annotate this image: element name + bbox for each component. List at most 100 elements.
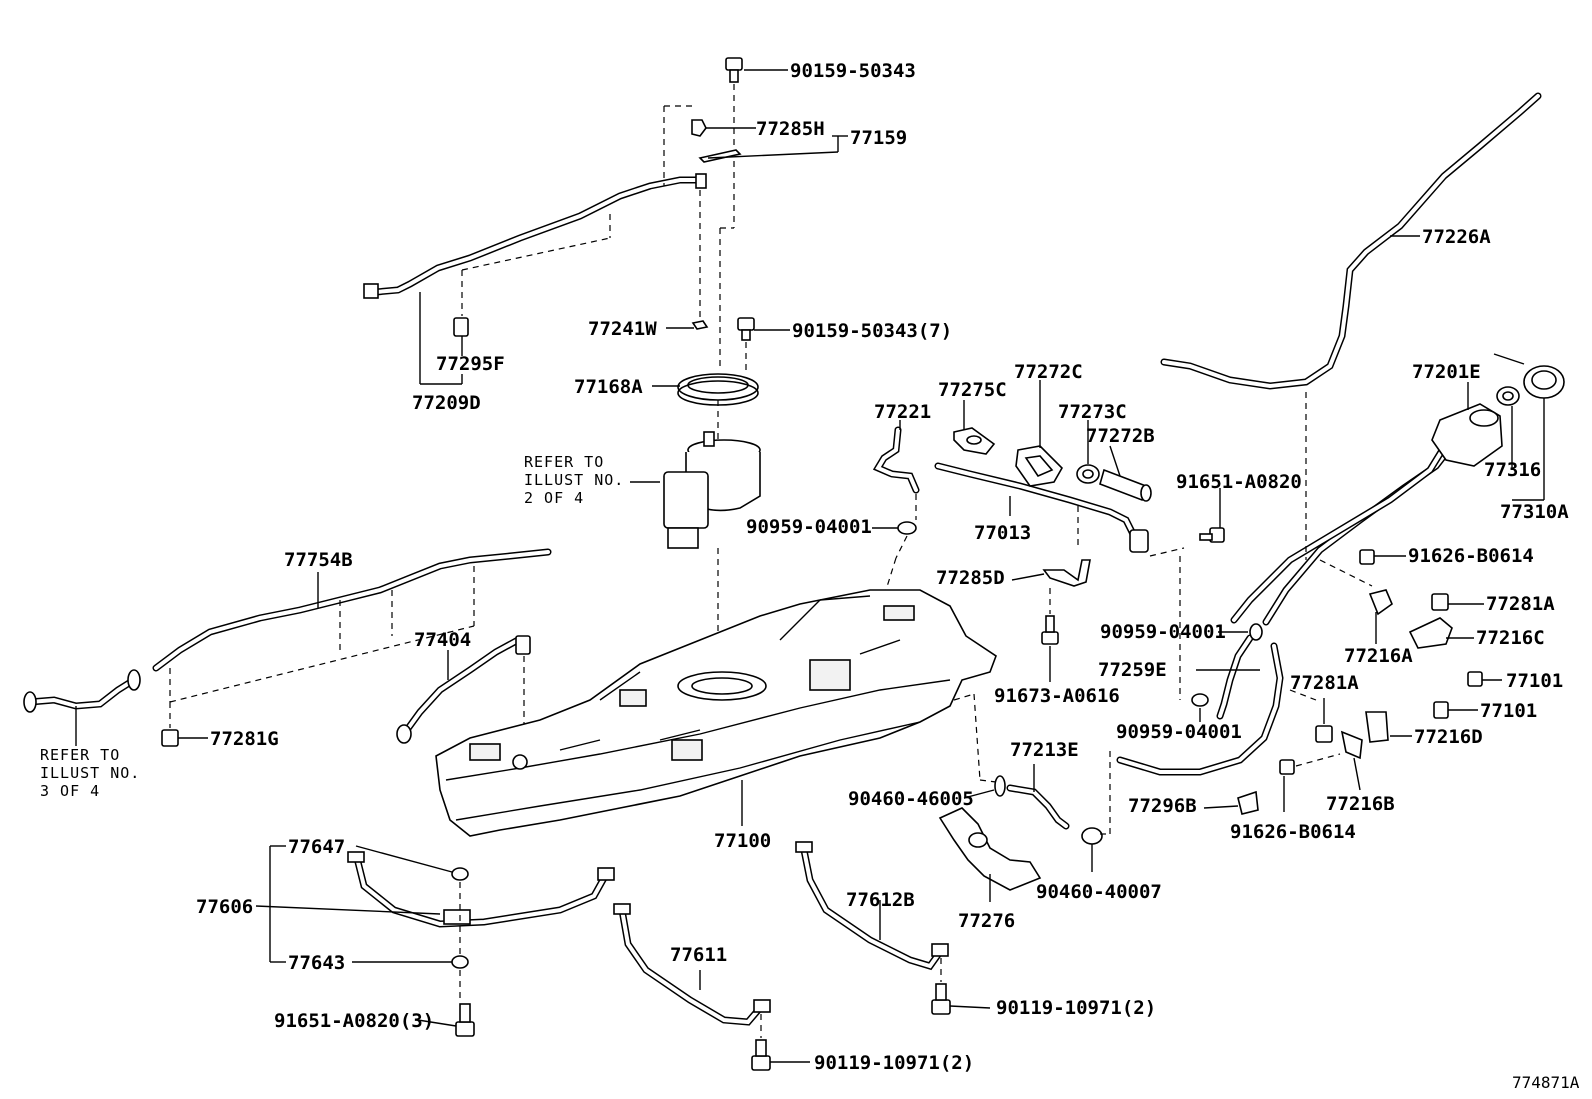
label-90159-50343-7: 90159-50343(7): [792, 320, 952, 342]
label-77259E: 77259E: [1098, 659, 1167, 681]
bolt-90159-50343-7-icon: [737, 317, 755, 341]
label-77226A: 77226A: [1422, 226, 1491, 248]
bolt-91626-B0614-b-icon: [1279, 759, 1295, 775]
bracket-77216A-icon: [1368, 589, 1393, 616]
hose-77213E-icon: [1006, 784, 1070, 830]
label-77100: 77100: [714, 830, 771, 852]
label-77643: 77643: [288, 952, 345, 974]
washer-77643-icon: [451, 955, 469, 969]
hose-77276-icon: [938, 807, 1042, 891]
label-77316: 77316: [1484, 459, 1541, 481]
label-77310A: 77310A: [1500, 501, 1569, 523]
label-90460-40007: 90460-40007: [1036, 881, 1162, 903]
hose-77221-icon: [872, 426, 920, 494]
clamp-90959-04001-icon: [897, 521, 917, 535]
label-77612B: 77612B: [846, 889, 915, 911]
label-77611: 77611: [670, 944, 727, 966]
gasket-77275C-icon: [953, 427, 996, 455]
label-77754B: 77754B: [284, 549, 353, 571]
gasket-77316-icon: [1496, 386, 1520, 406]
bolt-91651-A0820-3-icon: [455, 1003, 475, 1037]
strap-77611-icon: [613, 903, 771, 1026]
clamp-90460-46005-icon: [994, 775, 1006, 797]
label-77295F: 77295F: [436, 353, 505, 375]
bolt-90159-50343-icon: [725, 57, 743, 83]
fuel-cap-77310A-icon: [1493, 353, 1565, 399]
bracket-77159-icon: [698, 149, 742, 163]
valve-77101-a-icon: [1467, 671, 1483, 687]
label-77276: 77276: [958, 910, 1015, 932]
refer-note-illust2-line1: REFER TO: [524, 453, 604, 471]
label-77281A-a: 77281A: [1486, 593, 1555, 615]
label-91626-B0614-b: 91626-B0614: [1230, 821, 1356, 843]
label-90119-10971-b: 90119-10971(2): [814, 1052, 974, 1074]
label-77168A: 77168A: [574, 376, 643, 398]
bolt-90119-10971-a-icon: [931, 983, 951, 1015]
bolt-90119-10971-b-icon: [751, 1039, 771, 1071]
refer-note-illust3-line2: ILLUST NO.: [40, 764, 140, 782]
label-91651-A0820-3: 91651-A0820(3): [274, 1010, 434, 1032]
nut-77647-icon: [451, 867, 469, 881]
refer-note-illust2-line2: ILLUST NO.: [524, 471, 624, 489]
bracket-77216B-icon: [1340, 730, 1363, 760]
clip-77295F-icon: [453, 317, 469, 337]
label-90460-46005: 90460-46005: [848, 788, 974, 810]
pipe-77272B-icon: [1099, 468, 1152, 502]
packing-77272C-icon: [1015, 445, 1063, 487]
gasket-77241W-icon: [691, 320, 709, 330]
label-77216B: 77216B: [1326, 793, 1395, 815]
label-77285H: 77285H: [756, 118, 825, 140]
clamp-77296B-icon: [1237, 790, 1259, 815]
label-90119-10971-a: 90119-10971(2): [996, 997, 1156, 1019]
bracket-77285D-icon: [1042, 559, 1091, 587]
clip-77281G-icon: [161, 729, 179, 747]
label-77272C: 77272C: [1014, 361, 1083, 383]
label-77221: 77221: [874, 401, 931, 423]
bolt-91673-A0616-icon: [1041, 615, 1059, 645]
label-77606: 77606: [196, 896, 253, 918]
label-90959-04001-b: 90959-04001: [1100, 621, 1226, 643]
clip-77281A-b-icon: [1315, 725, 1333, 743]
clamp-90959-04001-c-icon: [1191, 693, 1209, 707]
valve-77101-b-icon: [1433, 701, 1449, 719]
label-77285D: 77285D: [936, 567, 1005, 589]
bolt-91651-A0820-icon: [1199, 527, 1225, 543]
hose-end-illust3-icon: [23, 669, 141, 713]
label-90959-04001-a: 90959-04001: [746, 516, 872, 538]
clamp-77285H-icon: [691, 119, 707, 137]
refer-note-illust3-line3: 3 OF 4: [40, 782, 100, 800]
label-77241W: 77241W: [588, 318, 657, 340]
label-90959-04001-c: 90959-04001: [1116, 721, 1242, 743]
label-77281G: 77281G: [210, 728, 279, 750]
tube-77013-icon: [934, 462, 1149, 553]
bolt-91626-B0614-a-icon: [1359, 549, 1375, 565]
label-77159: 77159: [850, 127, 907, 149]
label-77273C: 77273C: [1058, 401, 1127, 423]
label-77209D: 77209D: [412, 392, 481, 414]
refer-note-illust3: REFER TO ILLUST NO. 3 OF 4: [40, 746, 140, 800]
breather-pipe-77226A-icon: [1160, 92, 1542, 390]
refer-note-illust2-line3: 2 OF 4: [524, 489, 584, 507]
label-77296B: 77296B: [1128, 795, 1197, 817]
filler-pipe-77201E-icon: [1230, 403, 1503, 626]
label-77216D: 77216D: [1414, 726, 1483, 748]
diagram-id: 774871A: [1512, 1073, 1580, 1092]
ring-77273C-icon: [1076, 464, 1100, 484]
label-91673-A0616: 91673-A0616: [994, 685, 1120, 707]
fuel-pump-module-icon: [663, 431, 761, 549]
label-91651-A0820: 91651-A0820: [1176, 471, 1302, 493]
strap-77612B-icon: [795, 841, 949, 971]
fuel-tank-77100-icon: [435, 589, 997, 837]
refer-note-illust3-line1: REFER TO: [40, 746, 120, 764]
label-77101-b: 77101: [1480, 700, 1537, 722]
label-77201E: 77201E: [1412, 361, 1481, 383]
label-77216A: 77216A: [1344, 645, 1413, 667]
clamp-90460-40007-icon: [1081, 827, 1103, 845]
label-77013: 77013: [974, 522, 1031, 544]
label-77216C: 77216C: [1476, 627, 1545, 649]
tube-77209D-icon: [363, 173, 707, 299]
label-77647: 77647: [288, 836, 345, 858]
label-77281A-b: 77281A: [1290, 672, 1359, 694]
label-77275C: 77275C: [938, 379, 1007, 401]
label-91626-B0614-a: 91626-B0614: [1408, 545, 1534, 567]
